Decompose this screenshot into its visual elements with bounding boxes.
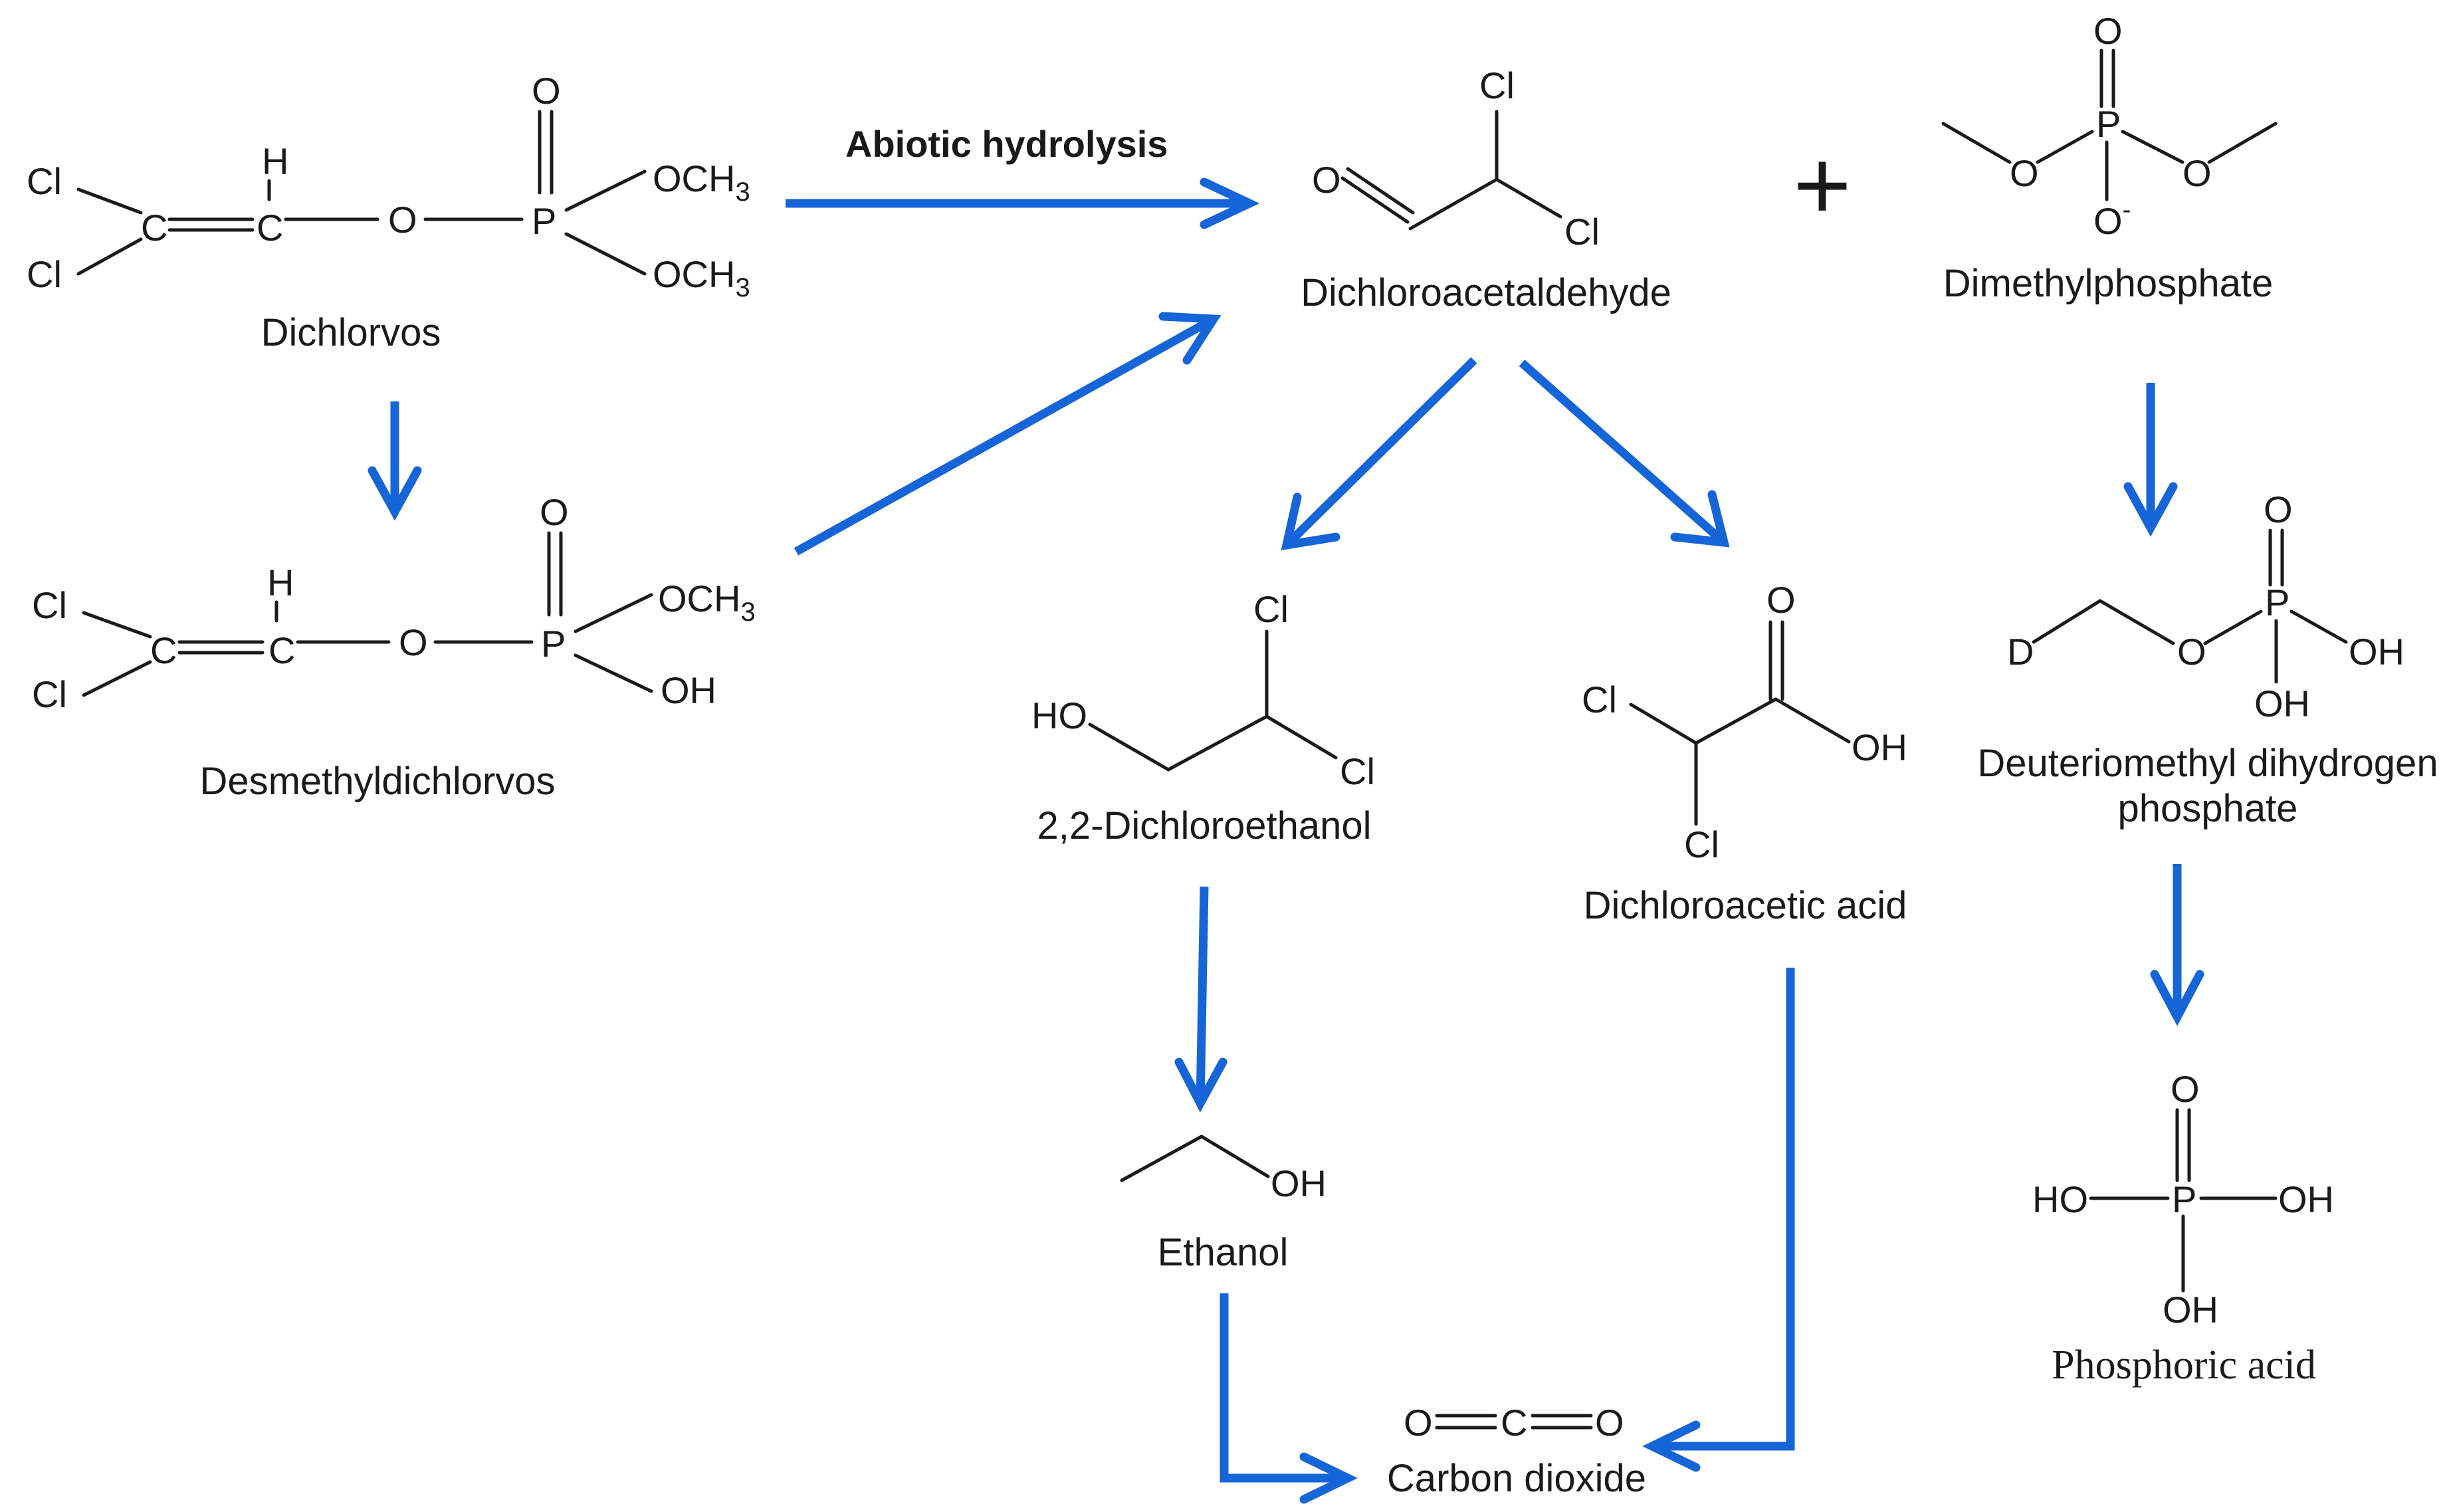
atom-o: O (1312, 159, 1341, 201)
atom-cl: Cl (32, 673, 67, 715)
group-och3: OCH3 (658, 578, 756, 627)
atom-o-minus: O- (2093, 196, 2131, 242)
structure-desmethyldichlorvos: Cl Cl C H C O P O OCH3 OH (32, 491, 756, 715)
atom-o: O (399, 621, 428, 663)
atom-o: O (2171, 1068, 2200, 1110)
atom-o: O (2010, 152, 2039, 194)
atom-cl: Cl (32, 584, 67, 626)
atom-cl: Cl (1479, 64, 1515, 106)
atom-oh: OH (2254, 683, 2310, 724)
atom-o: O (1595, 1402, 1624, 1444)
atom-p: P (2172, 1178, 2196, 1220)
arrow-dimethylphosphate-to-deuteriomethyl (2123, 383, 2178, 537)
atom-c: C (141, 207, 167, 249)
atom-c: C (150, 629, 177, 671)
atom-oh: OH (1852, 726, 1907, 768)
plus-sign: + (1793, 129, 1852, 241)
label-abiotic-hydrolysis: Abiotic hydrolysis (845, 123, 1168, 165)
atom-c: C (257, 207, 283, 249)
structure-carbon-dioxide: O C O (1404, 1402, 1624, 1444)
arrow-ethanol-to-carbon-dioxide (1220, 1293, 1358, 1504)
arrow-dichloroacetaldehyde-to-dichloroacetic-acid (1519, 360, 1730, 548)
atom-h: H (262, 140, 288, 182)
arrow-deuteriomethyl-to-phosphoric-acid (2150, 864, 2204, 1026)
structure-ethanol: OH (1120, 1134, 1327, 1204)
label-deuteriomethyl-line1: Deuteriomethyl dihydrogen (1977, 742, 2438, 785)
atom-cl: Cl (27, 253, 62, 295)
atom-o: O (540, 491, 569, 533)
group-och3: OCH3 (653, 253, 750, 302)
label-dichloroethanol: 2,2-Dichloroethanol (1037, 804, 1372, 847)
atom-o: O (2264, 488, 2293, 530)
label-dichloroacetaldehyde: Dichloroacetaldehyde (1301, 271, 1671, 314)
atom-o: O (2177, 631, 2206, 673)
atom-cl: Cl (1564, 211, 1600, 253)
label-phosphoric-acid: Phosphoric acid (2052, 1343, 2316, 1388)
atom-ho: HO (2032, 1178, 2088, 1220)
atom-h: H (267, 562, 294, 603)
label-ethanol: Ethanol (1158, 1231, 1289, 1274)
atom-o: O (2093, 10, 2123, 52)
structure-dimethylphosphate: O P O O O- (1941, 10, 2278, 242)
atom-o: O (1404, 1402, 1433, 1444)
atom-o: O (388, 199, 417, 241)
atom-p: P (541, 623, 566, 665)
structure-deuteriomethyl-dihydrogen-phosphate: O P D O OH OH (2007, 488, 2404, 724)
atom-oh: OH (1271, 1162, 1327, 1204)
structure-phosphoric-acid: O P HO OH OH (2032, 1068, 2334, 1331)
label-deuteriomethyl-line2: phosphate (2118, 787, 2298, 830)
structure-dichlorvos: Cl Cl C H C O P O OCH3 OCH3 (27, 70, 750, 302)
atom-p: P (2096, 103, 2121, 145)
label-desmethyldichlorvos: Desmethyldichlorvos (199, 760, 555, 803)
structure-dichloroethanol: Cl HO Cl (1031, 588, 1375, 792)
atom-cl: Cl (1340, 750, 1375, 792)
structure-dichloroacetic-acid: O Cl OH Cl (1582, 579, 1907, 865)
arrow-dichlorvos-to-dichloroacetaldehyde (786, 177, 1260, 229)
atom-o: O (2183, 152, 2212, 194)
atom-oh: OH (2163, 1289, 2218, 1331)
arrow-dichloroacetic-acid-to-carbon-dioxide (1642, 968, 1795, 1472)
atom-cl: Cl (1684, 823, 1719, 865)
atom-p: P (532, 200, 556, 242)
atom-c: C (1501, 1402, 1527, 1444)
atom-oh: OH (2349, 631, 2404, 673)
atom-c: C (268, 629, 295, 671)
arrow-dichloroacetaldehyde-to-dichloroethanol (1281, 357, 1477, 550)
atom-cl: Cl (1253, 588, 1289, 630)
group-och3: OCH3 (653, 158, 750, 207)
arrow-desmethyldichlorvos-to-dichloroacetaldehyde (794, 312, 1222, 556)
atom-d: D (2007, 631, 2034, 673)
atom-p: P (2265, 582, 2290, 623)
label-dimethylphosphate: Dimethylphosphate (1943, 262, 2274, 305)
label-dichloroacetic-acid: Dichloroacetic acid (1584, 884, 1907, 927)
group-oh: OH (661, 669, 716, 711)
label-carbon-dioxide: Carbon dioxide (1387, 1457, 1646, 1500)
arrow-dichloroethanol-to-ethanol (1174, 886, 1227, 1113)
structure-dichloroacetaldehyde: Cl O Cl (1312, 64, 1600, 253)
label-dichlorvos: Dichlorvos (261, 311, 441, 354)
atom-ho: HO (1031, 695, 1087, 736)
atom-cl: Cl (1582, 679, 1617, 720)
atom-cl: Cl (27, 160, 62, 202)
arrow-dichlorvos-to-desmethyldichlorvos (368, 401, 422, 521)
atom-o: O (1766, 579, 1796, 621)
atom-o: O (532, 70, 561, 112)
atom-oh: OH (2278, 1178, 2334, 1220)
